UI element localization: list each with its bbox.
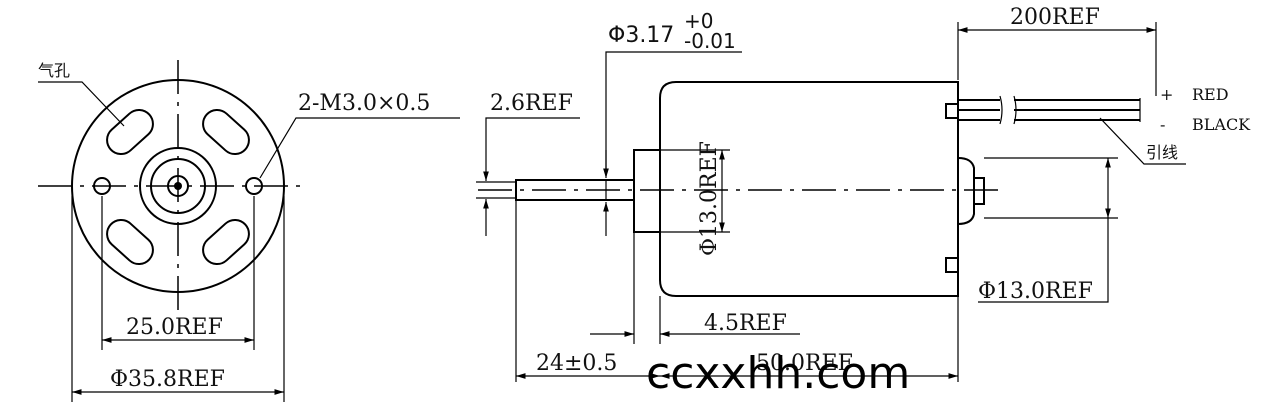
boss-outer bbox=[139, 147, 217, 225]
lead-pos-sign: + bbox=[1160, 85, 1173, 104]
shaft-dia-leader bbox=[605, 51, 742, 176]
shaft-step-leader bbox=[485, 117, 580, 150]
vent-slot-bottom-right bbox=[202, 218, 250, 266]
lead-wires bbox=[958, 94, 1141, 126]
thread-leader bbox=[259, 117, 460, 179]
side-view: + RED - BLACK 引线 200REF Φ3.17 +0 -0.01 2… bbox=[476, 5, 1251, 382]
rear-boss-leader bbox=[978, 218, 1109, 303]
shaft-step-label: 2.6REF bbox=[490, 91, 573, 116]
lead-wire-leader bbox=[1099, 117, 1186, 165]
rear-boss-dia-label: Φ13.0REF bbox=[978, 279, 1093, 304]
front-view: 气孔 2-M3.0×0.5 25.0REF Φ35.8REF bbox=[38, 60, 460, 402]
rear-bearing bbox=[974, 177, 985, 205]
vent-slot-top-right bbox=[202, 108, 250, 156]
body-length-label: 50.0REF bbox=[756, 351, 853, 376]
body-dia-label: Φ35.8REF bbox=[110, 367, 225, 392]
vent-hole-label: 气孔 bbox=[38, 61, 70, 80]
shaft-center bbox=[174, 182, 182, 190]
shaft bbox=[515, 179, 635, 201]
front-boss bbox=[633, 149, 661, 233]
lead-length-label: 200REF bbox=[1010, 5, 1100, 30]
shaft-tol-lower: -0.01 bbox=[684, 29, 736, 53]
shaft-tol-upper: +0 bbox=[684, 9, 713, 33]
mount-pitch-label: 25.0REF bbox=[126, 315, 223, 340]
mount-hole-right bbox=[245, 177, 263, 195]
boss-length-label: 4.5REF bbox=[704, 311, 787, 336]
boss-dia-label: Φ13.0REF bbox=[697, 141, 722, 256]
rear-boss bbox=[957, 157, 975, 225]
vent-hole-leader bbox=[38, 81, 125, 127]
lead-neg-color: BLACK bbox=[1192, 115, 1251, 134]
shaft-circle bbox=[167, 175, 189, 197]
motor-body bbox=[659, 81, 959, 297]
shaft-dia-label: Φ3.17 bbox=[608, 23, 674, 48]
watermark: ccxxhh.com bbox=[646, 348, 910, 399]
lead-neg-sign: - bbox=[1160, 115, 1165, 134]
vent-slot-top-left bbox=[106, 108, 154, 156]
shaft-length-label: 24±0.5 bbox=[536, 351, 617, 376]
lead-wire-label: 引线 bbox=[1146, 143, 1178, 162]
terminal-top bbox=[945, 103, 959, 119]
vent-slot-bottom-left bbox=[106, 218, 154, 266]
boss-inner bbox=[150, 158, 206, 214]
thread-label: 2-M3.0×0.5 bbox=[298, 91, 430, 116]
lead-pos-color: RED bbox=[1192, 85, 1229, 104]
terminal-bottom bbox=[945, 257, 959, 273]
mount-hole-left bbox=[93, 177, 111, 195]
